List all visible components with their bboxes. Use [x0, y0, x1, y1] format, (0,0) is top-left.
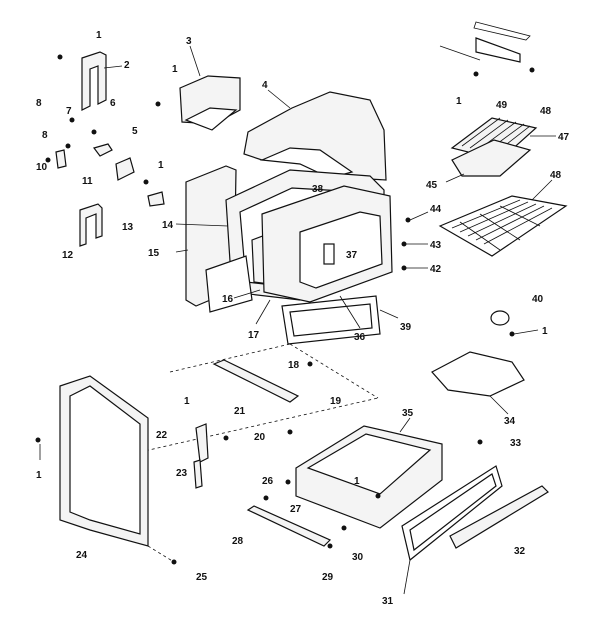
callout-c42: 42 [430, 264, 442, 275]
callout-c45: 45 [426, 180, 438, 191]
callout-c40: 40 [532, 294, 544, 305]
callout-c19: 19 [330, 396, 342, 407]
callout-c18: 18 [288, 360, 300, 371]
callout-c4: 4 [262, 80, 268, 91]
callout-c33: 33 [510, 438, 522, 449]
callout-c20: 20 [254, 432, 266, 443]
callout-c31: 31 [382, 596, 394, 607]
callout-c11: 11 [82, 176, 93, 187]
oven-liner-part-36 [261, 185, 393, 329]
callout-c3: 3 [186, 36, 192, 47]
drawer-part-35 [295, 417, 483, 529]
callout-c10: 10 [36, 162, 48, 173]
callout-c48a: 48 [540, 106, 552, 117]
callout-c32: 32 [514, 546, 526, 557]
drawer-front-part-31 [401, 465, 503, 595]
callout-c1d: 1 [456, 96, 462, 107]
callout-c2: 2 [124, 60, 130, 71]
callout-c22: 22 [156, 430, 168, 441]
callout-c8a: 8 [36, 98, 42, 109]
callout-c13: 13 [122, 222, 134, 233]
small-hardware-left [45, 117, 165, 247]
callout-c48b: 48 [550, 170, 562, 181]
door-panel-part-24 [35, 375, 149, 547]
callout-c28: 28 [232, 536, 244, 547]
callout-c34: 34 [504, 416, 516, 427]
callout-c14: 14 [162, 220, 174, 231]
callout-c17: 17 [248, 330, 260, 341]
right-small-hardware [401, 211, 429, 271]
callout-c1f: 1 [184, 396, 190, 407]
callout-c15: 15 [148, 248, 160, 259]
callout-c6: 6 [110, 98, 116, 109]
callout-c44: 44 [430, 204, 442, 215]
callout-c7: 7 [66, 106, 72, 117]
ring-part-40 [490, 310, 539, 337]
callout-c21: 21 [234, 406, 246, 417]
callout-c35: 35 [402, 408, 414, 419]
callout-c1h: 1 [354, 476, 360, 487]
broil-pan-part-45 [445, 139, 532, 183]
callout-c30: 30 [352, 552, 364, 563]
callout-c29: 29 [322, 572, 334, 583]
callout-c47: 47 [558, 132, 570, 143]
callout-labels: 1 2 3 1 4 8 7 6 5 8 10 11 1 13 12 14 15 … [36, 30, 570, 607]
callout-c1e: 1 [542, 326, 548, 337]
callout-c5: 5 [132, 126, 138, 137]
callout-c12: 12 [62, 250, 74, 261]
callout-c37: 37 [346, 250, 358, 261]
callout-c23: 23 [176, 468, 188, 479]
callout-c16: 16 [222, 294, 234, 305]
callout-c49: 49 [496, 100, 508, 111]
callout-c1a: 1 [96, 30, 102, 41]
callout-c26: 26 [262, 476, 274, 487]
oven-rack-part-48 [438, 179, 568, 257]
callout-c8b: 8 [42, 130, 48, 141]
trim-part-19 [212, 359, 313, 435]
callout-c38: 38 [312, 184, 324, 195]
drawer-rail-part-32 [449, 485, 549, 549]
callout-c24: 24 [76, 550, 88, 561]
callout-c25: 25 [196, 572, 208, 583]
panel-part-34 [431, 351, 525, 415]
drawer-rail-part-28 [246, 505, 332, 547]
callout-c36: 36 [354, 332, 366, 343]
callout-c1c: 1 [158, 160, 164, 171]
bake-element-part-49 [439, 21, 535, 77]
callout-c27: 27 [290, 504, 302, 515]
top-cover-part-4 [243, 89, 387, 181]
callout-c39: 39 [400, 322, 412, 333]
small-hardware-bottom [171, 479, 347, 565]
callout-c1g: 1 [36, 470, 42, 481]
hinge-parts-22-23 [193, 423, 229, 489]
bracket-part-2 [57, 51, 123, 111]
assembly-guides [139, 343, 379, 563]
callout-c1b: 1 [172, 64, 178, 75]
heat-shield-part-3 [155, 45, 241, 131]
front-frame-part-39 [281, 295, 399, 345]
callout-c43: 43 [430, 240, 442, 251]
